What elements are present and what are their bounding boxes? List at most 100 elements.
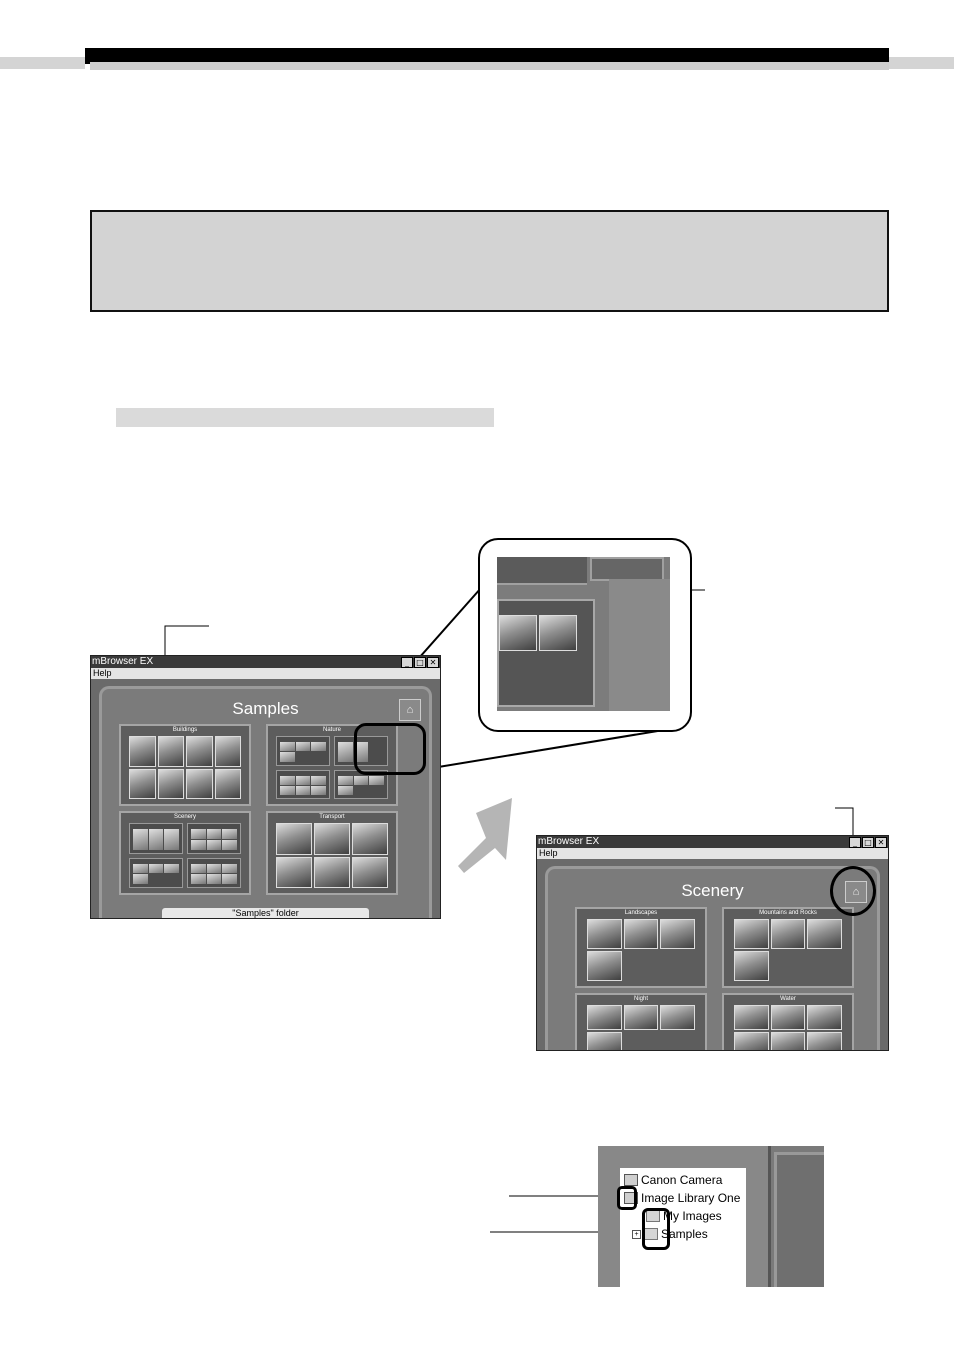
close-button[interactable]: ✕	[875, 837, 887, 848]
menu-help[interactable]: Help	[537, 848, 888, 859]
highlight-circle	[830, 866, 876, 916]
tree-item-label: My Images	[663, 1209, 722, 1223]
app-window-scenery: mBrowser EX _ □ ✕ Help Scenery ⌂ Landsca…	[536, 835, 889, 1051]
window-titlebar[interactable]: mBrowser EX	[537, 836, 888, 848]
thumbnail[interactable]	[807, 1005, 842, 1030]
thumbnail[interactable]	[587, 1031, 622, 1050]
thumbnail[interactable]	[314, 856, 350, 888]
up-folder-button[interactable]: ⌂	[399, 699, 421, 721]
thumbnail[interactable]	[807, 919, 842, 949]
subfolder-zoomed[interactable]	[497, 599, 595, 707]
thumbnail[interactable]	[770, 919, 806, 949]
thumbnail[interactable]	[186, 736, 213, 767]
thumbnail[interactable]	[214, 736, 241, 767]
folder-night[interactable]: Night	[575, 993, 707, 1050]
window-titlebar[interactable]: mBrowser EX	[91, 656, 440, 668]
thumbnail[interactable]	[214, 768, 241, 799]
browser-stage: Samples ⌂ Buildings Nature	[99, 686, 432, 918]
subfolder[interactable]	[276, 736, 330, 766]
thumbnail[interactable]	[770, 1031, 806, 1050]
folder-tree-panel: Canon Camera Image Library One My Images…	[598, 1146, 824, 1287]
thumbnail[interactable]	[539, 615, 577, 651]
section-heading-bar	[116, 408, 494, 427]
header-rule	[85, 48, 889, 64]
thumbnail[interactable]	[129, 736, 156, 767]
thumbnail[interactable]	[587, 1005, 622, 1030]
expand-icon[interactable]: +	[632, 1229, 641, 1239]
window-controls: _ □ ✕	[401, 657, 439, 668]
thumbnail[interactable]	[660, 919, 695, 949]
folder-label: Mountains and Rocks	[759, 910, 817, 916]
folder-label: Nature	[322, 727, 341, 733]
thumbnail[interactable]	[587, 919, 622, 949]
thumbnail[interactable]	[587, 951, 622, 981]
folder-buildings[interactable]: Buildings	[119, 724, 251, 806]
folder-mountains-and-rocks[interactable]: Mountains and Rocks	[722, 907, 854, 988]
thumbnail[interactable]	[734, 1031, 769, 1050]
thumbnail[interactable]	[770, 1005, 806, 1030]
thumbnail[interactable]	[129, 768, 156, 799]
thumbnail[interactable]	[352, 823, 388, 855]
header-tab-left	[0, 57, 85, 69]
folder-label: Water	[780, 996, 796, 1002]
subfolder[interactable]	[187, 823, 241, 854]
folder-nature[interactable]: Nature	[266, 724, 398, 806]
folder-tree: Canon Camera Image Library One My Images…	[620, 1168, 746, 1287]
thumbnail[interactable]	[352, 856, 388, 888]
minimize-button[interactable]: _	[849, 837, 861, 848]
window-controls: _ □ ✕	[849, 837, 887, 848]
thumbnail[interactable]	[314, 823, 350, 855]
tree-item-image-library[interactable]: Image Library One	[624, 1191, 740, 1205]
thumbnail[interactable]	[157, 768, 184, 799]
tree-item-label: Image Library One	[641, 1191, 741, 1205]
folder-transport[interactable]: Transport	[266, 811, 398, 895]
stage-title: Scenery	[681, 881, 744, 900]
thumbnail[interactable]	[186, 768, 213, 799]
folder-label: Scenery	[173, 814, 196, 820]
subfolder[interactable]	[129, 823, 183, 854]
highlight-ring	[354, 723, 426, 775]
tree-item-my-images[interactable]: My Images	[646, 1209, 722, 1223]
minimize-button[interactable]: _	[401, 657, 413, 668]
highlight-ring	[617, 1186, 637, 1210]
zoom-inset	[497, 557, 670, 711]
thumbnail[interactable]	[734, 951, 769, 981]
subfolder[interactable]	[129, 857, 183, 888]
header-rule-shadow	[90, 62, 889, 70]
folder-water[interactable]: Water	[722, 993, 854, 1050]
tree-item-samples[interactable]: + Samples	[632, 1227, 708, 1241]
subfolder[interactable]	[187, 857, 241, 888]
maximize-button[interactable]: □	[414, 657, 426, 668]
tree-item-canon-camera[interactable]: Canon Camera	[624, 1173, 722, 1187]
thumbnail[interactable]	[660, 1005, 695, 1030]
thumbnail[interactable]	[157, 736, 184, 767]
folder-edge	[497, 557, 587, 585]
thumbnail[interactable]	[276, 823, 312, 855]
stage-title: Samples	[232, 699, 299, 718]
menu-help[interactable]: Help	[91, 668, 440, 679]
thumbnail[interactable]	[623, 1005, 659, 1030]
highlight-ring	[642, 1208, 670, 1250]
window-frame-edge	[609, 579, 670, 711]
maximize-button[interactable]: □	[862, 837, 874, 848]
folder-scenery[interactable]: Scenery	[119, 811, 251, 895]
folder-label: Night	[633, 996, 648, 1002]
thumbnail[interactable]	[499, 615, 537, 651]
close-button[interactable]: ✕	[427, 657, 439, 668]
thumbnail[interactable]	[734, 919, 769, 949]
folder-label: Buildings	[172, 727, 198, 733]
adjacent-pane	[774, 1152, 824, 1287]
browser-stage: Scenery ⌂ Landscapes Mountains and Rocks…	[545, 866, 880, 1050]
thumbnail[interactable]	[623, 919, 659, 949]
thumbnail[interactable]	[734, 1005, 769, 1030]
camera-icon	[624, 1174, 638, 1186]
tree-item-label: Samples	[661, 1227, 708, 1241]
note-box	[90, 210, 889, 312]
app-window-samples: mBrowser EX _ □ ✕ Help Samples ⌂ Buildin…	[90, 655, 441, 919]
subfolder[interactable]	[276, 769, 330, 799]
folder-landscapes[interactable]: Landscapes	[575, 907, 707, 988]
status-bar: "Samples" folder	[162, 908, 369, 918]
thumbnail[interactable]	[276, 856, 312, 888]
tree-item-label: Canon Camera	[641, 1173, 723, 1187]
thumbnail[interactable]	[807, 1031, 842, 1050]
